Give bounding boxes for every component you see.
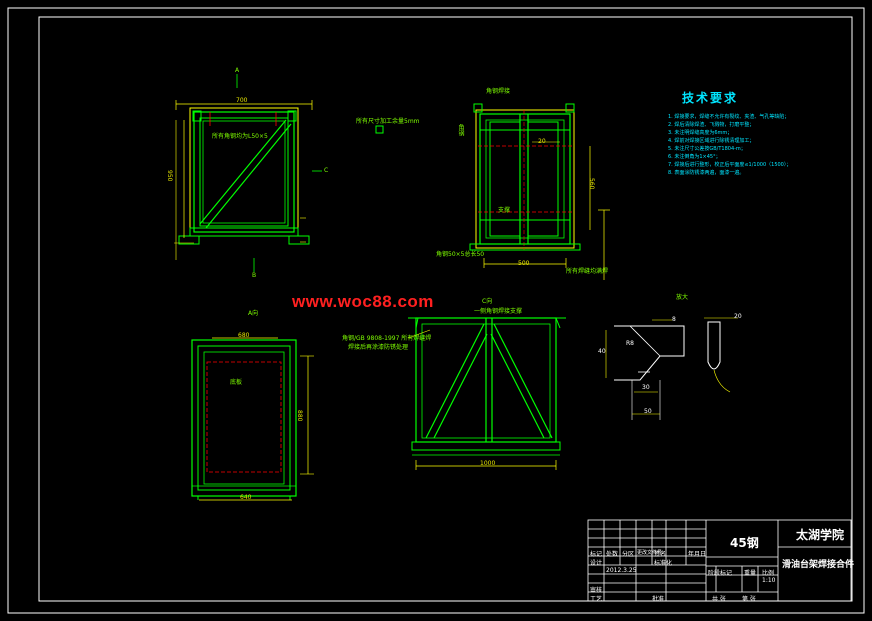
side-dim-right: 560 <box>588 178 595 190</box>
detail-dim-d: 30 <box>642 384 650 391</box>
tech-line-6: 6. 未注倒角为1×45°； <box>668 154 721 160</box>
detail-view <box>605 317 738 420</box>
section-mark-right: C <box>324 167 329 174</box>
side-label-mid: 支撑 <box>498 207 511 214</box>
outer-border <box>7 7 865 614</box>
tech-line-8: 8. 表面涂防锈漆两遍，面漆一遍。 <box>668 170 745 176</box>
small-box-note: 所有尺寸加工余量5mm <box>356 118 420 125</box>
detail-dim-f: R8 <box>626 340 634 347</box>
side-view <box>469 103 610 280</box>
c-view-label: C向 <box>482 298 493 305</box>
detail-dim-b: 50 <box>644 408 652 415</box>
row-label-5: 年月日 <box>688 551 707 558</box>
detail-dim-e: 40 <box>598 348 606 355</box>
row-label-2: 分区 <box>622 551 635 558</box>
detail-label: 放大 <box>676 294 689 301</box>
design-label: 设计 <box>590 560 603 567</box>
row-label-1: 处数 <box>606 551 619 558</box>
check-label: 审核 <box>590 587 603 594</box>
watermark-text: www.woc88.com <box>292 292 434 311</box>
c-view-note-1: 角钢/GB 9808-1997 所有焊缝焊 <box>342 335 432 342</box>
row-label-0: 标记 <box>590 551 603 558</box>
top-view-inner-label: 底板 <box>230 379 243 386</box>
c-view-note-2: 焊接后再涂漆防锈处理 <box>348 344 409 351</box>
side-label-left: 角钢 <box>457 124 464 136</box>
top-view-dim-top: 680 <box>238 332 250 339</box>
title-block <box>587 519 852 602</box>
side-label-bottom-right: 所有焊缝均满焊 <box>566 268 609 275</box>
process-label: 工艺 <box>590 596 603 603</box>
scale-value: 1:10 <box>762 577 776 584</box>
tech-line-1: 1. 焊接要求，焊缝不允许有裂纹、夹渣、气孔等缺陷； <box>668 114 790 120</box>
front-view <box>174 74 322 272</box>
c-view <box>407 317 566 470</box>
side-dim-inner: 20 <box>538 138 546 145</box>
stage-label: 阶段标记 <box>708 570 733 577</box>
drawing-name: 滑油台架焊接合件 <box>782 560 855 570</box>
tech-requirements-title: 技术要求 <box>682 91 739 105</box>
top-view <box>191 337 314 501</box>
side-label-bottom-left: 角钢50×5总长50 <box>436 251 485 258</box>
tech-line-7: 7. 焊接后进行整形，校正后平面度≤1/1000（1500）； <box>668 162 792 168</box>
tech-line-5: 5. 未注尺寸公差按GB/T1804-m； <box>668 146 746 152</box>
sheet-number: 第 张 <box>742 596 756 603</box>
row-label-4: 签名 <box>654 551 667 558</box>
weight-label: 重量 <box>744 570 757 577</box>
row-label-3: 更改文件号 <box>637 550 663 556</box>
side-label-top: 角钢焊接 <box>486 88 511 95</box>
c-view-dim-bottom: 1000 <box>480 460 496 467</box>
school-name: 太湖学院 <box>796 528 845 542</box>
detail-dim-c: 20 <box>734 313 742 320</box>
inner-border <box>38 16 853 602</box>
top-view-dim-bottom: 640 <box>240 494 252 501</box>
tech-line-3: 3. 未注明焊缝高度为6mm； <box>668 130 733 136</box>
side-dim-bottom: 500 <box>518 260 530 267</box>
detail-dim-a: 8 <box>672 316 676 323</box>
top-view-dim-right: 880 <box>296 410 303 422</box>
standard-label: 标准化 <box>654 560 673 567</box>
tech-line-4: 4. 焊前对焊接区域进行除锈清理加工； <box>668 138 755 144</box>
tech-line-2: 2. 焊后清除焊渣、飞溅物，打磨平整； <box>668 122 755 128</box>
material-label: 45钢 <box>730 536 759 550</box>
front-note: 所有角钢均为L50×5 <box>212 133 268 140</box>
scale-label: 比例 <box>762 570 775 577</box>
section-mark-top: A <box>235 67 240 74</box>
date-label: 2012.3.25 <box>606 567 637 574</box>
c-view-sub-label: 一侧角钢焊接支撑 <box>474 308 523 315</box>
front-dim-left: 950 <box>166 170 173 182</box>
section-mark-bottom: B <box>252 272 257 279</box>
approve-label: 批准 <box>652 596 665 603</box>
top-view-label: A向 <box>248 310 259 317</box>
front-dim-top: 700 <box>236 97 248 104</box>
sheet-total: 共 张 <box>712 596 726 603</box>
small-box <box>375 125 384 134</box>
